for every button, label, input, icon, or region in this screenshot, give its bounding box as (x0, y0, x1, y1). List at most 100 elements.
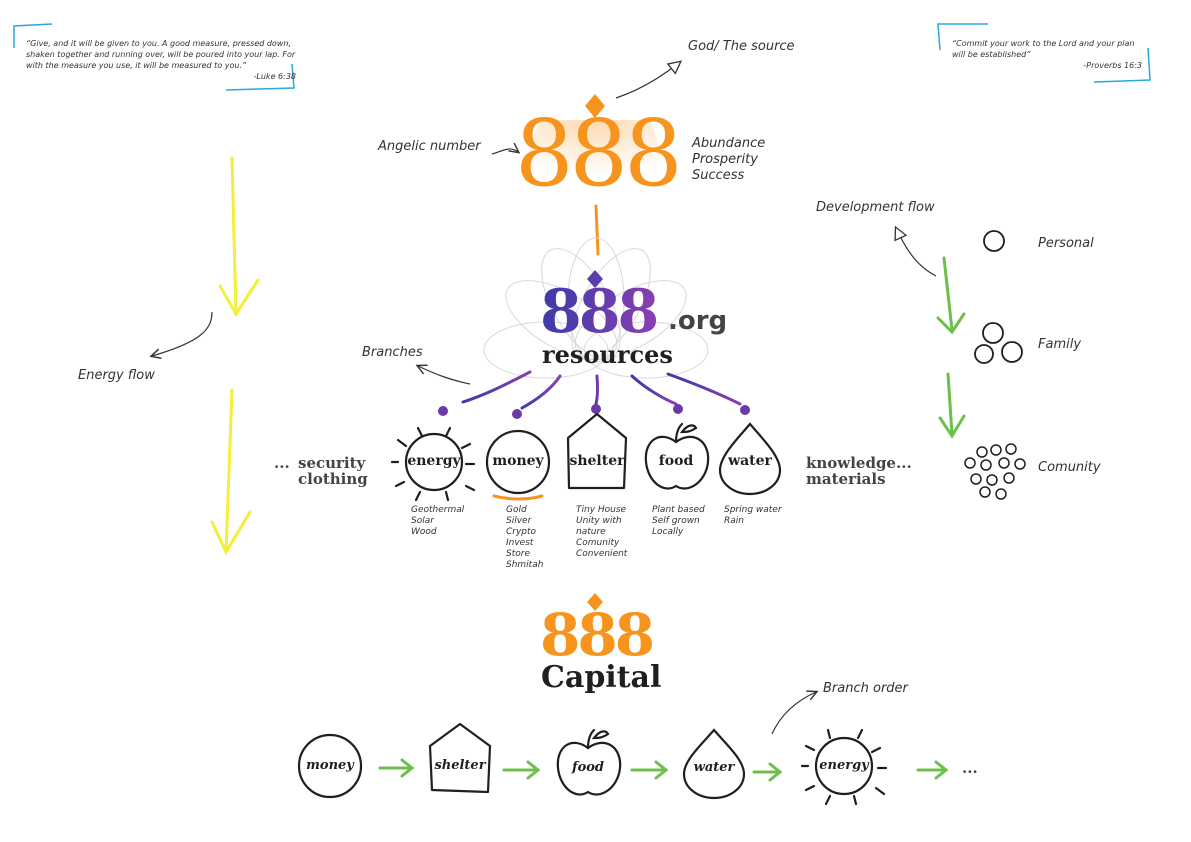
detail-item: Spring water (724, 505, 782, 515)
meaning-abundance: Abundance (692, 136, 766, 151)
personal-icon (983, 230, 1005, 252)
detail-item: Gold (506, 505, 527, 515)
order-label-food: food (571, 760, 605, 775)
side-left-clothing: clothing (298, 470, 368, 488)
node-label-energy: energy (407, 453, 461, 469)
capital-diamond-icon (587, 593, 603, 611)
detail-item: Store (506, 549, 530, 559)
detail-item: Shmitah (506, 560, 544, 570)
food-node-icon (644, 422, 710, 490)
detail-item: Invest (506, 538, 534, 548)
order-ellipsis: ... (962, 759, 978, 777)
order-label-money: money (306, 758, 354, 773)
branch-lines (461, 370, 742, 410)
side-right-materials: materials (806, 470, 886, 488)
resources-suffix: .org (668, 306, 728, 336)
order-arrows (378, 758, 949, 782)
quote-left-ref: -Luke 6:38 (253, 72, 296, 81)
energy-flow-label: Energy flow (78, 368, 155, 383)
details-money: Gold Silver Crypto Invest Store Shmitah (506, 505, 543, 571)
details-food: Plant based Self grown Locally (652, 505, 705, 538)
quote-bracket-right (937, 23, 1151, 83)
resources-888: 888 (540, 277, 659, 347)
meanings-list: Abundance Prosperity Success (692, 136, 765, 184)
branches-label: Branches (362, 345, 423, 360)
community-icon (964, 443, 1026, 500)
detail-item: Solar (411, 516, 434, 526)
side-left-ellipsis: ... (274, 454, 290, 472)
top-diamond-icon (585, 94, 605, 118)
angelic-arrow (491, 149, 518, 155)
detail-item: nature (576, 527, 606, 537)
resources-diamond-icon (587, 270, 603, 288)
order-label-energy: energy (819, 758, 869, 773)
order-water-icon (682, 728, 746, 800)
development-green-arrows (936, 256, 966, 439)
detail-item: Geothermal (411, 505, 465, 515)
meaning-prosperity: Prosperity (692, 152, 758, 167)
node-label-food: food (658, 453, 694, 469)
top-888: 888 (515, 100, 683, 207)
quote-bracket-left (13, 23, 295, 91)
side-left-items: security clothing (298, 455, 368, 487)
source-label: God/ The source (688, 39, 795, 54)
water-node-icon (718, 422, 782, 496)
order-energy-icon (800, 728, 888, 806)
energy-flow-arrow (152, 311, 213, 356)
quote-right: “Commit your work to the Lord and your p… (952, 38, 1142, 71)
shelter-node-icon (566, 412, 628, 490)
order-shelter-icon (428, 722, 492, 794)
development-label: Development flow (816, 200, 935, 215)
order-food-icon (556, 728, 622, 796)
order-money-icon (297, 733, 363, 799)
level-family: Family (1038, 337, 1082, 352)
development-arrow (896, 228, 937, 277)
details-shelter: Tiny House Unity with nature Comunity Co… (576, 505, 627, 560)
money-node-icon (485, 429, 551, 495)
order-label-water: water (693, 760, 735, 775)
capital-word: Capital (541, 660, 662, 695)
detail-item: Rain (724, 516, 744, 526)
branches-arrow (418, 366, 471, 385)
order-label-shelter: shelter (434, 758, 486, 773)
branch-order-label: Branch order (823, 681, 908, 696)
branch-order-arrow (771, 692, 816, 735)
resources-word: resources (542, 340, 673, 369)
quote-left: “Give, and it will be given to you. A go… (26, 38, 296, 82)
branch-dots (438, 404, 750, 419)
quote-right-ref: -Proverbs 16:3 (1083, 61, 1142, 70)
level-personal: Personal (1038, 236, 1094, 251)
level-community: Comunity (1038, 460, 1101, 475)
node-label-money: money (492, 453, 544, 469)
meaning-success: Success (692, 168, 745, 183)
side-left-security: security (298, 454, 366, 472)
quote-left-text: “Give, and it will be given to you. A go… (26, 39, 296, 70)
quote-right-text: “Commit your work to the Lord and your p… (952, 39, 1135, 59)
side-right-ellipsis: ... (896, 454, 912, 472)
lotus-icon (483, 237, 709, 379)
node-label-water: water (728, 453, 772, 469)
detail-item: Tiny House (576, 505, 627, 515)
money-underline (492, 494, 544, 501)
details-water: Spring water Rain (724, 505, 782, 527)
capital-888: 888 (540, 601, 655, 669)
details-energy: Geothermal Solar Wood (411, 505, 464, 538)
source-arrow (615, 62, 680, 99)
orange-connector (594, 204, 600, 256)
side-right-knowledge: knowledge (806, 454, 896, 472)
detail-item: Convenient (576, 549, 628, 559)
energy-node-icon (390, 426, 476, 502)
side-right-items: knowledge materials (806, 455, 896, 487)
detail-item: Wood (411, 527, 437, 537)
angelic-label: Angelic number (378, 139, 481, 154)
energy-flow-arrows (210, 156, 260, 556)
node-label-shelter: shelter (569, 453, 625, 469)
detail-item: Comunity (576, 538, 620, 548)
detail-item: Locally (652, 527, 684, 537)
detail-item: Silver (506, 516, 532, 526)
family-icon (974, 322, 1023, 364)
detail-item: Self grown (652, 516, 700, 526)
top-glow (510, 120, 680, 200)
detail-item: Unity with (576, 516, 622, 526)
